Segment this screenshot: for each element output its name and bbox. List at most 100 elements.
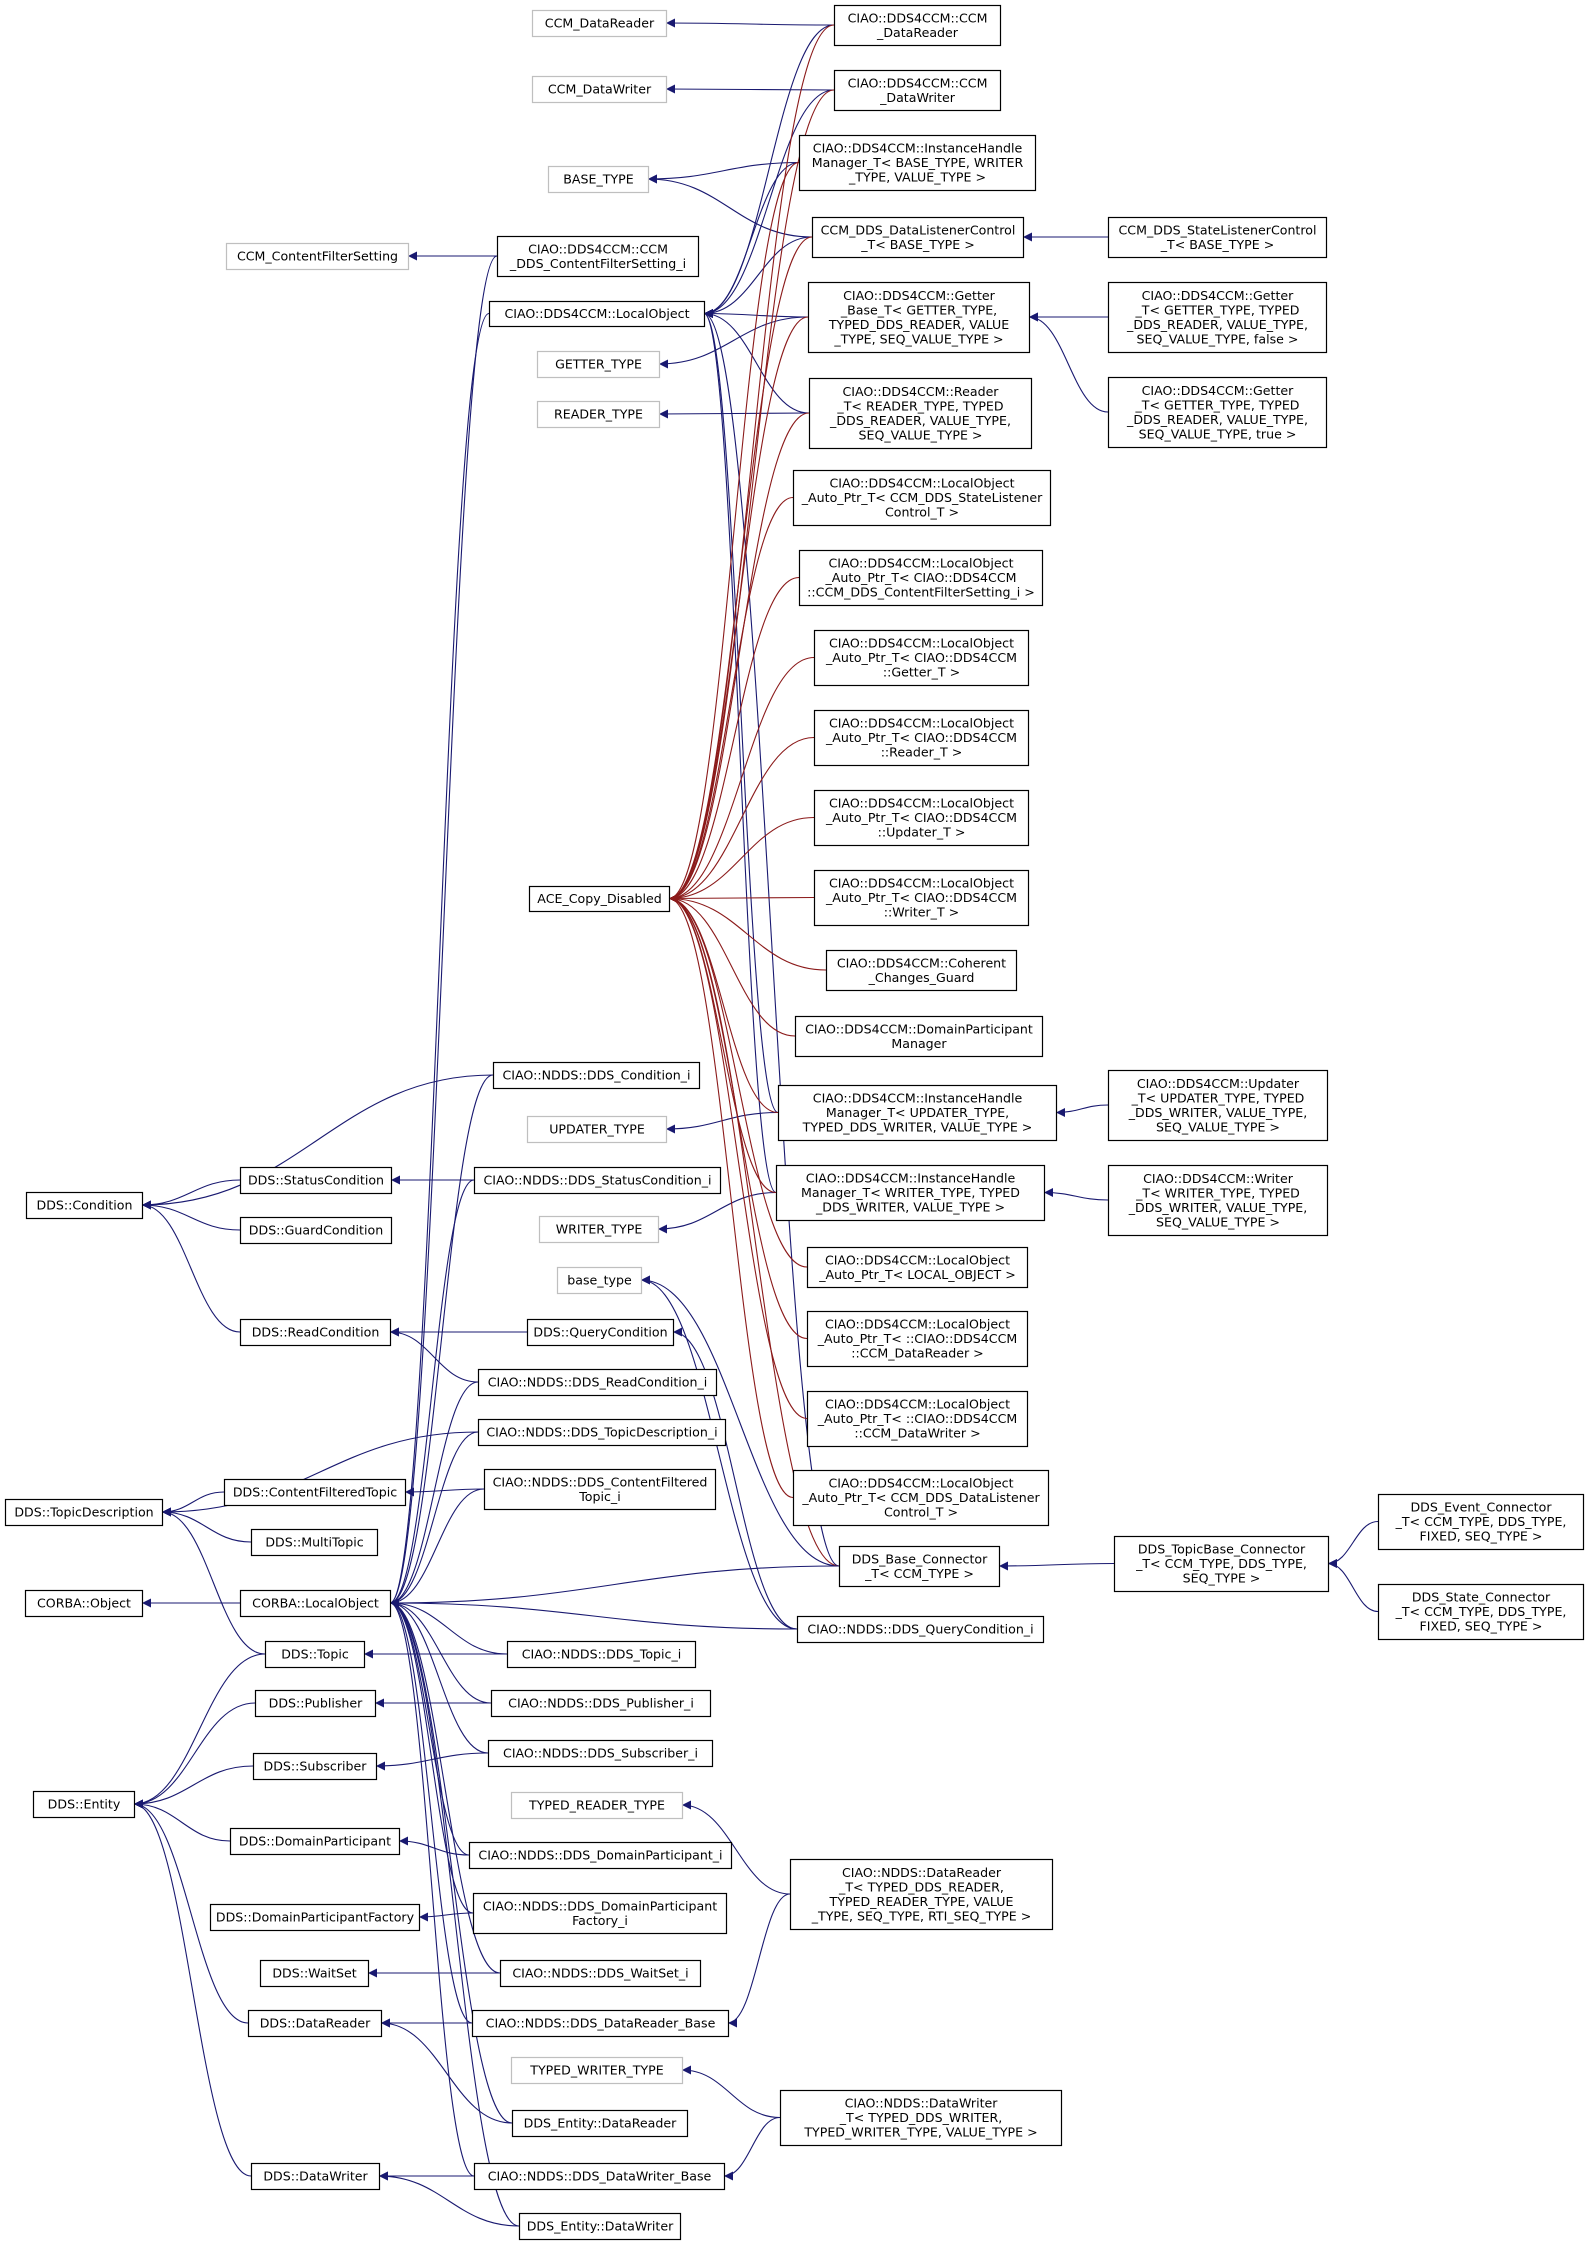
class-node-box [779,2089,1063,2147]
class-node-dds-publisher-i[interactable]: CIAO::NDDS::DDS_Publisher_i [490,1689,712,1718]
class-node-ccm-dlc[interactable]: CCM_DDS_DataListenerControl_T< BASE_TYPE… [811,216,1025,259]
class-node-dds-querycondition-i[interactable]: CIAO::NDDS::DDS_QueryCondition_i [796,1615,1045,1644]
class-node-label: _T< CCM_TYPE > [864,1566,974,1581]
class-node-typed-writer-type[interactable]: TYPED_WRITER_TYPE [510,2056,684,2085]
class-node-lap-ccm-dw[interactable]: CIAO::DDS4CCM::LocalObject_Auto_Ptr_T< :… [806,1390,1029,1448]
class-node-box [1107,281,1328,354]
class-node-typed-reader-type[interactable]: TYPED_READER_TYPE [510,1791,684,1820]
class-node-ihm-writer[interactable]: CIAO::DDS4CCM::InstanceHandleManager_T< … [775,1164,1046,1222]
class-node-dds-statuscondition[interactable]: DDS::StatusCondition [239,1166,393,1195]
class-node-dds-entity-datawriter[interactable]: DDS_Entity::DataWriter [518,2212,682,2241]
class-node-dds-contentfilteredtopic[interactable]: DDS::ContentFilteredTopic [223,1478,407,1507]
class-node-base-type-lc[interactable]: base_type [556,1266,643,1295]
class-node-label: CIAO::DDS4CCM::LocalObject [829,716,1014,731]
edge-dds-topic-to-dds-topicdescription [161,1507,266,1655]
class-node-dds-entity-datareader[interactable]: DDS_Entity::DataReader [511,2109,689,2138]
class-node-dds-topicdescription-i[interactable]: CIAO::NDDS::DDS_TopicDescription_i [477,1418,727,1447]
class-node-lap-cfs[interactable]: CIAO::DDS4CCM::LocalObject_Auto_Ptr_T< C… [798,549,1044,607]
class-node-getter-true[interactable]: CIAO::DDS4CCM::Getter_T< GETTER_TYPE, TY… [1107,376,1328,449]
class-node-dds-subscriber-i[interactable]: CIAO::NDDS::DDS_Subscriber_i [487,1739,714,1768]
class-node-dds-multitopic[interactable]: DDS::MultiTopic [250,1528,379,1557]
class-node-dds-waitset-i[interactable]: CIAO::NDDS::DDS_WaitSet_i [499,1959,702,1988]
class-node-label: _T< BASE_TYPE > [860,237,975,252]
class-node-dds-statuscondition-i[interactable]: CIAO::NDDS::DDS_StatusCondition_i [473,1166,722,1195]
class-node-dds-querycondition[interactable]: DDS::QueryCondition [526,1318,675,1347]
class-node-writer-type[interactable]: WRITER_TYPE [538,1215,660,1244]
class-node-lap-slc[interactable]: CIAO::DDS4CCM::LocalObject_Auto_Ptr_T< C… [792,469,1052,527]
class-node-lap-writer[interactable]: CIAO::DDS4CCM::LocalObject_Auto_Ptr_T< C… [813,869,1030,927]
class-node-reader-type[interactable]: READER_TYPE [536,400,661,429]
class-node-cfs-i[interactable]: CIAO::DDS4CCM::CCM_DDS_ContentFilterSett… [496,235,700,278]
class-node-ihm-updater[interactable]: CIAO::DDS4CCM::InstanceHandleManager_T< … [777,1084,1058,1142]
edge-ciao-ccm-datawriter-to-ccm-datawriter [665,84,835,94]
class-node-lap-dlc[interactable]: CIAO::DDS4CCM::LocalObject_Auto_Ptr_T< C… [792,1469,1050,1527]
class-node-ndds-datawriter[interactable]: CIAO::NDDS::DataWriter_T< TYPED_DDS_WRIT… [779,2089,1063,2147]
class-node-dds-dpf[interactable]: DDS::DomainParticipantFactory [209,1903,421,1932]
class-node-ace-copy-disabled[interactable]: ACE_Copy_Disabled [528,885,671,913]
class-node-box [247,2009,383,2038]
class-node-dds-readcondition-i[interactable]: CIAO::NDDS::DDS_ReadCondition_i [477,1368,718,1397]
class-node-getter-type[interactable]: GETTER_TYPE [536,350,661,379]
class-node-label: DDS::Subscriber [264,1759,368,1774]
class-node-dds-event-connector[interactable]: DDS_Event_Connector_T< CCM_TYPE, DDS_TYP… [1377,1493,1585,1551]
class-node-label: _Auto_Ptr_T< ::CIAO::DDS4CCM [817,1331,1018,1346]
class-node-label: ::CCM_DataReader > [851,1346,983,1361]
class-node-dds-domainparticipant[interactable]: DDS::DomainParticipant [229,1827,401,1856]
class-node-lap-reader[interactable]: CIAO::DDS4CCM::LocalObject_Auto_Ptr_T< C… [813,709,1030,767]
class-node-dds-dpf-i[interactable]: CIAO::NDDS::DDS_DomainParticipantFactory… [472,1892,728,1935]
class-node-dds-topicbase-connector[interactable]: DDS_TopicBase_Connector_T< CCM_TYPE, DDS… [1113,1535,1330,1593]
class-node-lap-local[interactable]: CIAO::DDS4CCM::LocalObject_Auto_Ptr_T< L… [806,1246,1029,1289]
class-node-lap-updater[interactable]: CIAO::DDS4CCM::LocalObject_Auto_Ptr_T< C… [813,789,1030,847]
class-node-dds-subscriber[interactable]: DDS::Subscriber [252,1752,378,1781]
class-node-dds-entity[interactable]: DDS::Entity [32,1790,136,1819]
class-node-dds-readcondition[interactable]: DDS::ReadCondition [239,1318,392,1347]
class-node-dds-topicdescription[interactable]: DDS::TopicDescription [4,1498,164,1527]
edge-dds-domainparticipant-i-to-corba-localobject [389,1598,470,1856]
class-node-corba-localobject[interactable]: CORBA::LocalObject [239,1589,392,1618]
class-node-ccm-contentfiltersetting[interactable]: CCM_ContentFilterSetting [225,242,410,271]
class-node-dds-datawriter[interactable]: DDS::DataWriter [250,2162,381,2191]
class-node-label: SEQ_TYPE > [1183,1571,1261,1586]
class-node-coherent-guard[interactable]: CIAO::DDS4CCM::Coherent_Changes_Guard [825,949,1018,992]
class-node-ciao-ccm-datareader[interactable]: CIAO::DDS4CCM::CCM_DataReader [833,4,1002,47]
class-node-ccm-datawriter[interactable]: CCM_DataWriter [531,75,668,104]
class-node-box [471,2009,730,2038]
class-node-label: CIAO::DDS4CCM::Getter [1142,288,1295,303]
edge-ndds-datawriter-to-dds-datawriter-base [723,2116,781,2181]
class-node-updater-type[interactable]: UPDATER_TYPE [526,1115,668,1144]
class-node-dds-domainparticipant-i[interactable]: CIAO::NDDS::DDS_DomainParticipant_i [468,1841,733,1870]
class-node-dds-base-connector[interactable]: DDS_Base_Connector_T< CCM_TYPE > [838,1545,1001,1588]
class-node-reader-t[interactable]: CIAO::DDS4CCM::Reader_T< READER_TYPE, TY… [808,377,1033,450]
class-node-dds-state-connector[interactable]: DDS_State_Connector_T< CCM_TYPE, DDS_TYP… [1377,1583,1585,1641]
class-node-dds-condition[interactable]: DDS::Condition [25,1191,144,1220]
class-node-lap-getter[interactable]: CIAO::DDS4CCM::LocalObject_Auto_Ptr_T< C… [813,629,1030,687]
class-node-writer-t[interactable]: CIAO::DDS4CCM::Writer_T< WRITER_TYPE, TY… [1107,1164,1329,1237]
class-node-updater-t[interactable]: CIAO::DDS4CCM::Updater_T< UPDATER_TYPE, … [1107,1069,1329,1142]
class-node-dds-datawriter-base[interactable]: CIAO::NDDS::DDS_DataWriter_Base [473,2162,726,2191]
class-node-dds-waitset[interactable]: DDS::WaitSet [259,1959,370,1988]
class-node-label: CCM_DDS_StateListenerControl [1119,222,1317,237]
class-node-dds-topic-i[interactable]: CIAO::NDDS::DDS_Topic_i [506,1640,697,1669]
class-node-lap-ccm-dr[interactable]: CIAO::DDS4CCM::LocalObject_Auto_Ptr_T< :… [806,1310,1029,1368]
class-node-ihm-base[interactable]: CIAO::DDS4CCM::InstanceHandleManager_T< … [798,134,1037,192]
class-node-dds-datareader-base[interactable]: CIAO::NDDS::DDS_DataReader_Base [471,2009,730,2038]
class-node-getter-base[interactable]: CIAO::DDS4CCM::Getter_Base_T< GETTER_TYP… [807,281,1031,354]
class-node-dds-datareader[interactable]: DDS::DataReader [247,2009,383,2038]
class-node-corba-object[interactable]: CORBA::Object [24,1589,144,1618]
class-node-ccm-datareader[interactable]: CCM_DataReader [531,9,668,38]
class-node-dds-topic[interactable]: DDS::Topic [264,1640,366,1669]
class-node-dds-guardcondition[interactable]: DDS::GuardCondition [239,1216,393,1245]
class-node-dds-publisher[interactable]: DDS::Publisher [254,1689,377,1718]
class-node-localobject-dds[interactable]: CIAO::DDS4CCM::LocalObject [488,300,706,328]
class-node-ciao-ccm-datawriter[interactable]: CIAO::DDS4CCM::CCM_DataWriter [833,69,1002,112]
class-node-ccm-slc[interactable]: CCM_DDS_StateListenerControl_T< BASE_TYP… [1107,216,1328,259]
class-node-getter-false[interactable]: CIAO::DDS4CCM::Getter_T< GETTER_TYPE, TY… [1107,281,1328,354]
class-node-label: _DDS_WRITER, VALUE_TYPE > [815,1200,1005,1215]
class-node-dds-cft-i[interactable]: CIAO::NDDS::DDS_ContentFilteredTopic_i [483,1468,717,1511]
class-node-box [511,2109,689,2138]
class-node-ndds-datareader[interactable]: CIAO::NDDS::DataReader_T< TYPED_DDS_READ… [789,1858,1054,1931]
class-node-dds-condition-i[interactable]: CIAO::NDDS::DDS_Condition_i [492,1061,701,1090]
class-node-box [538,1215,660,1244]
class-node-base-type[interactable]: BASE_TYPE [547,165,650,194]
